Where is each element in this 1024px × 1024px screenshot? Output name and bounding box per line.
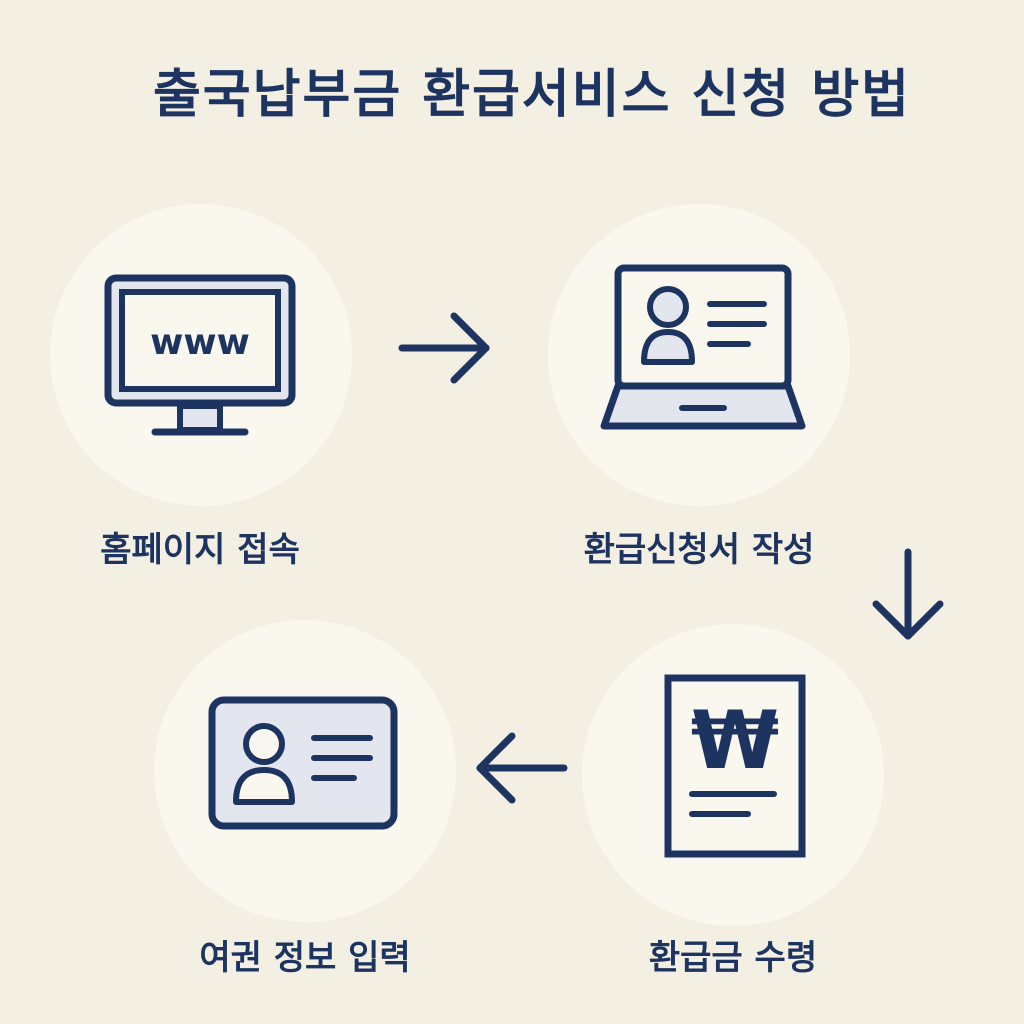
step-label-homepage: 홈페이지 접속	[100, 530, 300, 570]
monitor-screen-text: www	[150, 322, 250, 363]
monitor-www-icon: www	[104, 274, 296, 436]
step-label-application: 환급신청서 작성	[583, 530, 815, 570]
laptop-form-icon	[600, 264, 806, 430]
arrow-down-icon	[872, 548, 944, 640]
arrow-left-icon	[476, 732, 568, 804]
arrow-right-icon	[398, 312, 490, 384]
won-symbol: ₩	[691, 694, 779, 787]
won-document-icon: ₩	[664, 674, 806, 858]
step-label-refund: 환급금 수령	[648, 938, 818, 978]
id-card-icon	[208, 696, 398, 830]
page-title: 출국납부금 환급서비스 신청 방법	[152, 65, 912, 125]
step-label-passport: 여권 정보 입력	[199, 938, 411, 978]
